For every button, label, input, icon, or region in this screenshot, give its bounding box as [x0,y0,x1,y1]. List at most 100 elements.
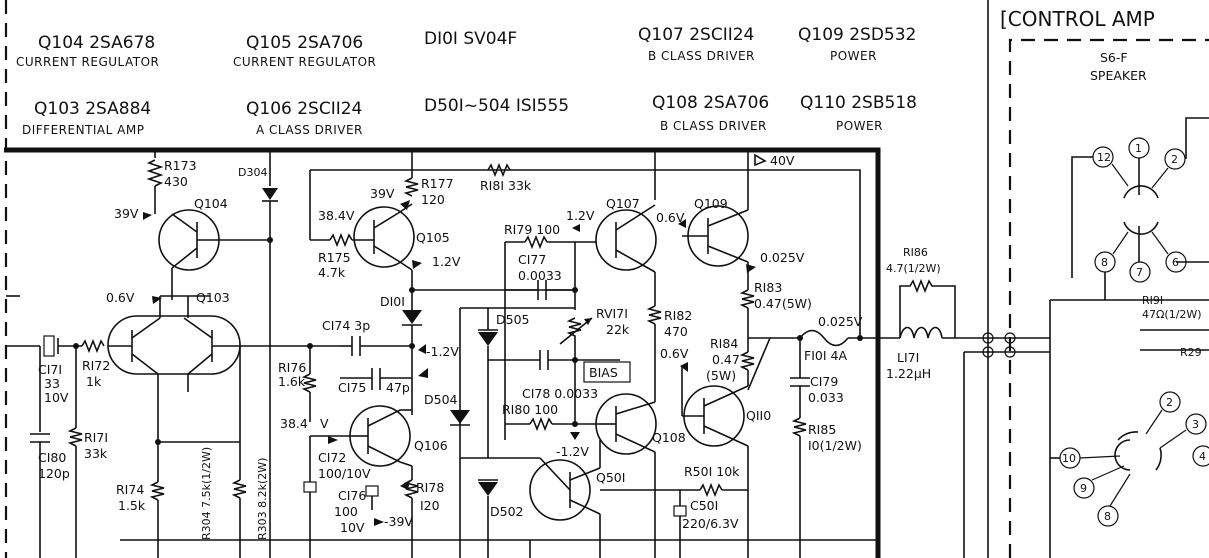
v-neg12-q108: -1.2V [556,444,589,459]
q104-stage: R173 430 Q104 39V [114,150,270,300]
d101-stage: DI0I [380,287,575,415]
header-d501-part: D50I~504 ISI555 [424,96,569,116]
header-q109-role: POWER [830,49,877,63]
r176-resistor [301,373,317,393]
r185-value: I0(1/2W) [808,438,862,453]
header-q103-part: Q103 2SA884 [34,99,151,119]
r182-value: 470 [664,324,688,339]
d504-diode [450,410,470,424]
component-header: Q104 2SA678 CURRENT REGULATOR Q105 2SA70… [16,25,917,137]
r172-value: 1k [86,374,102,389]
l171-value: 1.22μH [886,366,931,381]
q103-ref: Q103 [196,290,230,305]
c176-voltage: 10V [340,520,365,535]
speaker-connector-sub: SPEAKER [1090,68,1147,83]
v06-q107: 0.6V [656,210,685,225]
c179-ref: CI79 [810,374,838,389]
v06-r182: 0.6V [660,346,689,361]
header-q105-part: Q105 2SA706 [246,33,363,53]
q501-transistor [529,459,591,521]
header-q104-part: Q104 2SA678 [38,33,155,53]
r181-resistor [487,162,511,178]
r179-resistor [524,234,548,250]
r175-ref: R175 [318,250,351,265]
input-network: CI7I 33 10V RI72 1k RI7I 33k CI80 120p [6,295,110,558]
r178-value: I20 [420,498,440,513]
bias-label: BIAS [589,365,618,380]
r171-value: 33k [84,446,108,461]
header-q107-part: Q107 2SCII24 [638,25,754,45]
header-q104-role: CURRENT REGULATOR [16,55,159,69]
r180-resistor [529,416,553,432]
v-neg12-d101: -1.2V [426,344,459,359]
bias-network: D505 D504 D502 RVI7I 22k BIAS CI78 0.003… [424,306,631,558]
header-q106-part: Q106 2SCII24 [246,99,362,119]
q106-transistor [349,405,411,467]
header-q103-role: DIFFERENTIAL AMP [22,123,144,137]
r501-resistor [699,482,723,498]
r175-value: 4.7k [318,265,346,280]
c172-ref: CI72 [318,450,346,465]
switch-pin: 2 [1171,153,1178,166]
r174-ref: RI74 [116,482,144,497]
header-d101-part: DI0I SV04F [424,29,517,49]
r177-value: 120 [421,192,445,207]
q106-ref: Q106 [414,438,448,453]
q107-transistor [595,209,657,271]
r186-value: 4.7(1/2W) [886,262,941,275]
rv171-potentiometer [566,317,582,360]
d504-ref: D504 [424,392,458,407]
q106-stage: Q106 RI78 I20 -39V [349,405,448,558]
v-unit: V [320,416,329,431]
c180-value: 120p [38,466,70,481]
v384-mid: 38.4 [280,416,308,431]
r176-ref: RI76 [278,360,306,375]
c176-capacitor [365,485,379,497]
speaker-selector-switch-top: 12 1 2 8 7 6 [1071,117,1209,300]
q108-transistor [595,393,657,455]
d101-diode [402,310,422,324]
v0025-out: 0.025V [818,314,863,329]
f101-label: FI0I 4A [804,348,847,363]
q109-stage: Q109 0.025V RI83 0.47(5W) [682,196,812,338]
v12-q105: 1.2V [432,254,461,269]
r184-value: 0.47 [712,352,740,367]
r292-ref: R29 [1180,346,1202,359]
d502-ref: D502 [490,504,523,519]
q108-q110-stage: RI82 470 0.6V Q108 QII0 RI84 0.47 (5W) [595,305,771,558]
r185-ref: RI85 [808,422,836,437]
switch-pin: 12 [1097,151,1111,164]
q105-ref: Q105 [416,230,450,245]
header-q108-part: Q108 2SA706 [652,93,769,113]
q501-stage: Q50I R50I 10k C50I 220/6.3V [460,440,748,558]
d304-diode [262,188,278,200]
r174-value: 1.5k [118,498,146,513]
r183-ref: RI83 [754,280,782,295]
control-amp-title: [CONTROL AMP [1000,7,1155,31]
q104-ref: Q104 [194,196,228,211]
f101-fuse [799,329,849,347]
r181-label: RI8I 33k [480,178,532,193]
q103-dual-transistor [107,315,241,375]
r175-resistor [329,232,353,248]
r182-ref: RI82 [664,308,692,323]
switch-pin: 6 [1172,256,1179,269]
r174-resistor [149,481,165,501]
r184-ref: RI84 [710,336,738,351]
d502-diode [478,482,498,496]
r303-label: R303 8.2k(2W) [256,458,269,540]
header-q109-part: Q109 2SD532 [798,25,916,45]
c176-value: 100 [334,504,358,519]
rv171-ref: RVI7I [596,306,628,321]
r178-ref: RI78 [416,480,444,495]
control-amp-boundary [1008,38,1209,558]
v39-q105: 39V [370,186,395,201]
r186-resistor [899,278,956,338]
c177-value: 0.0033 [518,268,562,283]
r173-ref: R173 [164,158,197,173]
r173-value: 430 [164,174,188,189]
r184-watt: (5W) [706,368,736,383]
power-amp-board-outline [4,147,881,558]
rv171-value: 22k [606,322,630,337]
